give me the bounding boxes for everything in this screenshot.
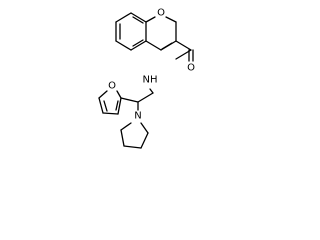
bond (145, 16, 156, 23)
bond (123, 145, 142, 149)
bond (140, 132, 149, 149)
bond (120, 129, 125, 147)
ring-oxygen-label: O (157, 8, 165, 19)
bond (120, 97, 139, 103)
bond (175, 40, 192, 51)
bond (98, 97, 104, 114)
bond (115, 100, 119, 111)
chromene-ring-system (115, 12, 194, 62)
bond (130, 12, 147, 23)
bond (145, 40, 162, 51)
molecule-structure-diagram: O O NH O N (98, 8, 195, 149)
bond (102, 112, 119, 115)
furan-ring (98, 90, 122, 115)
bond (130, 40, 147, 51)
bond (132, 39, 144, 47)
bond (140, 122, 149, 134)
pyrrolidine-ring (120, 122, 149, 149)
bond (149, 88, 154, 94)
bond (117, 97, 122, 115)
carbonyl-oxygen-label: O (187, 63, 195, 74)
bond (98, 90, 108, 99)
bond (132, 16, 144, 24)
side-chain (120, 88, 154, 111)
bond (115, 12, 132, 23)
bond (103, 100, 108, 112)
bond (175, 49, 192, 60)
bond (161, 42, 173, 50)
bond (116, 90, 122, 99)
bond (137, 92, 154, 103)
bond (120, 122, 132, 131)
pyrrolidine-nitrogen-label: N (134, 111, 141, 122)
bond (115, 40, 132, 51)
bond (165, 16, 177, 23)
amide-nitrogen-label: NH (143, 75, 158, 86)
furan-oxygen-label: O (108, 81, 116, 92)
